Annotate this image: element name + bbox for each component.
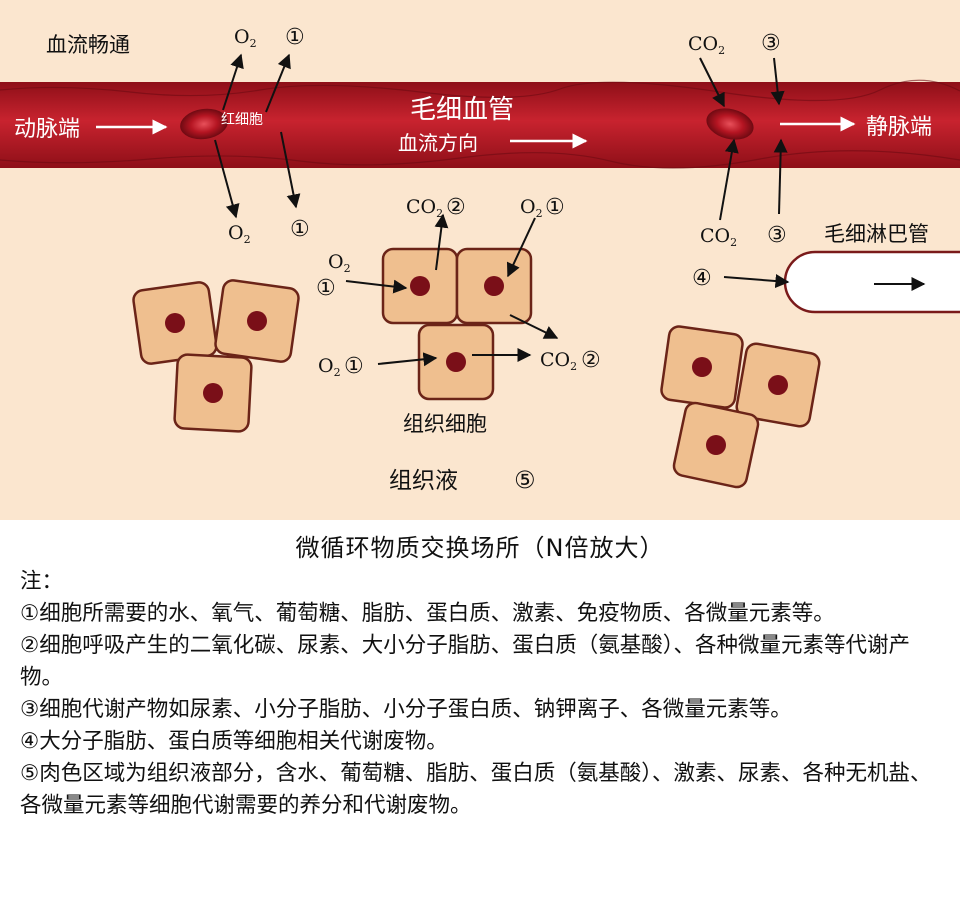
note-item-1: ①细胞所需要的水、氧气、葡萄糖、脂肪、蛋白质、激素、免疫物质、各微量元素等。 [20,601,835,626]
tissue-cell [214,279,300,363]
n3-up-arrow [773,138,788,215]
figure-caption: 微循环物质交换场所（N倍放大） [295,534,665,562]
n4-lymph-arrow [723,274,790,288]
tissue-cell [455,247,533,325]
tissue-cell-cluster-center [381,247,533,401]
capillary-label: 毛细血管 [410,95,514,125]
cell-nucleus [203,383,223,403]
tissue-cell-cluster-right [660,325,821,489]
co2-up-arrow [719,138,739,221]
o2-label: O2 [328,251,351,275]
co2-from-cell-arrow [434,213,449,271]
note-item-5: ⑤肉色区域为组织液部分，含水、葡萄糖、脂肪、蛋白质（氨基酸）、激素、尿素、各种无… [20,761,932,818]
o2-label: O2 [318,355,341,379]
red-blood-cell [180,108,228,140]
co2-label: CO2 [540,349,577,373]
n1-out-arrow [265,53,291,113]
o2-bottom-cell-arrow [377,352,438,367]
number-4-label: ④ [692,266,712,291]
note-item-4: ④大分子脂肪、蛋白质等细胞相关代谢废物。 [20,729,448,754]
co2-label: CO2 [700,225,737,249]
lymph-capillary [783,250,960,314]
note-item-2: ②细胞呼吸产生的二氧化碳、尿素、大小分子脂肪、蛋白质（氨基酸）、各种微量元素等代… [20,633,911,690]
o2-label: O2 [520,196,543,220]
o2-down-arrow [214,139,240,219]
lymph-capillary-label: 毛细淋巴管 [824,222,929,246]
o2-label: O2 [234,26,257,50]
cell-nucleus [706,435,726,455]
red-blood-cell [706,108,754,140]
vessel-wall-texture [0,150,960,169]
o2-out-arrow [222,53,244,111]
co2-label: CO2 [406,196,443,220]
cell-nucleus [410,276,430,296]
cell-nucleus [446,352,466,372]
notes-title: 注： [20,569,64,594]
tissue-cell [672,401,760,489]
rbc-label: 红细胞 [221,112,263,128]
tissue-cell [660,325,744,409]
vein-end-label: 静脉端 [866,115,932,140]
o2-label: O2 [228,222,251,246]
note-item-3: ③细胞代谢产物如尿素、小分子脂肪、小分子蛋白质、钠钾离子、各微量元素等。 [20,697,792,722]
cell-nucleus [165,313,185,333]
number-1-label: ① [290,217,310,242]
o2-into-cell-arrow [506,217,536,278]
tissue-cell [735,342,821,428]
o2-left-cell-arrow [345,279,408,294]
tissue-cell [132,281,218,365]
cell-nucleus [692,357,712,377]
n1-down-arrow [280,131,301,209]
number-2-label: ② [581,348,601,373]
number-2-label: ② [446,195,466,220]
co2-in-arrow [699,57,725,108]
cell-nucleus [768,375,788,395]
flow-direction-label: 血流方向 [398,131,478,155]
blood-flow-label: 血流畅通 [46,33,130,57]
artery-end-label: 动脉端 [14,117,80,142]
tissue-cell [173,353,253,433]
number-1-label: ① [344,354,364,379]
tissue-cells-label: 组织细胞 [403,412,487,436]
n3-in-arrow [770,57,785,106]
tissue-fluid-label: 组织液 [389,468,458,494]
tissue-cell-cluster-left [132,279,300,433]
co2-label: CO2 [688,33,725,57]
number-3-label: ③ [767,223,787,248]
number-1-label: ① [316,276,336,301]
number-1-label: ① [545,195,565,220]
cell-nucleus [247,311,267,331]
co2-cell-out-arrow [509,314,559,339]
microcirculation-diagram: 血流畅通 动脉端 静脉端 毛细血管 血流方向 红细胞 毛细淋巴管 组织细胞 组织… [0,0,960,520]
cell-nucleus [484,276,504,296]
notes-section: 注： ①细胞所需要的水、氧气、葡萄糖、脂肪、蛋白质、激素、免疫物质、各微量元素等… [20,566,945,822]
vessel-wall-texture [0,79,960,102]
tissue-cell [417,323,495,401]
tissue-fluid-number: ⑤ [514,466,536,494]
number-1-label: ① [285,25,305,50]
number-3-label: ③ [761,31,781,56]
